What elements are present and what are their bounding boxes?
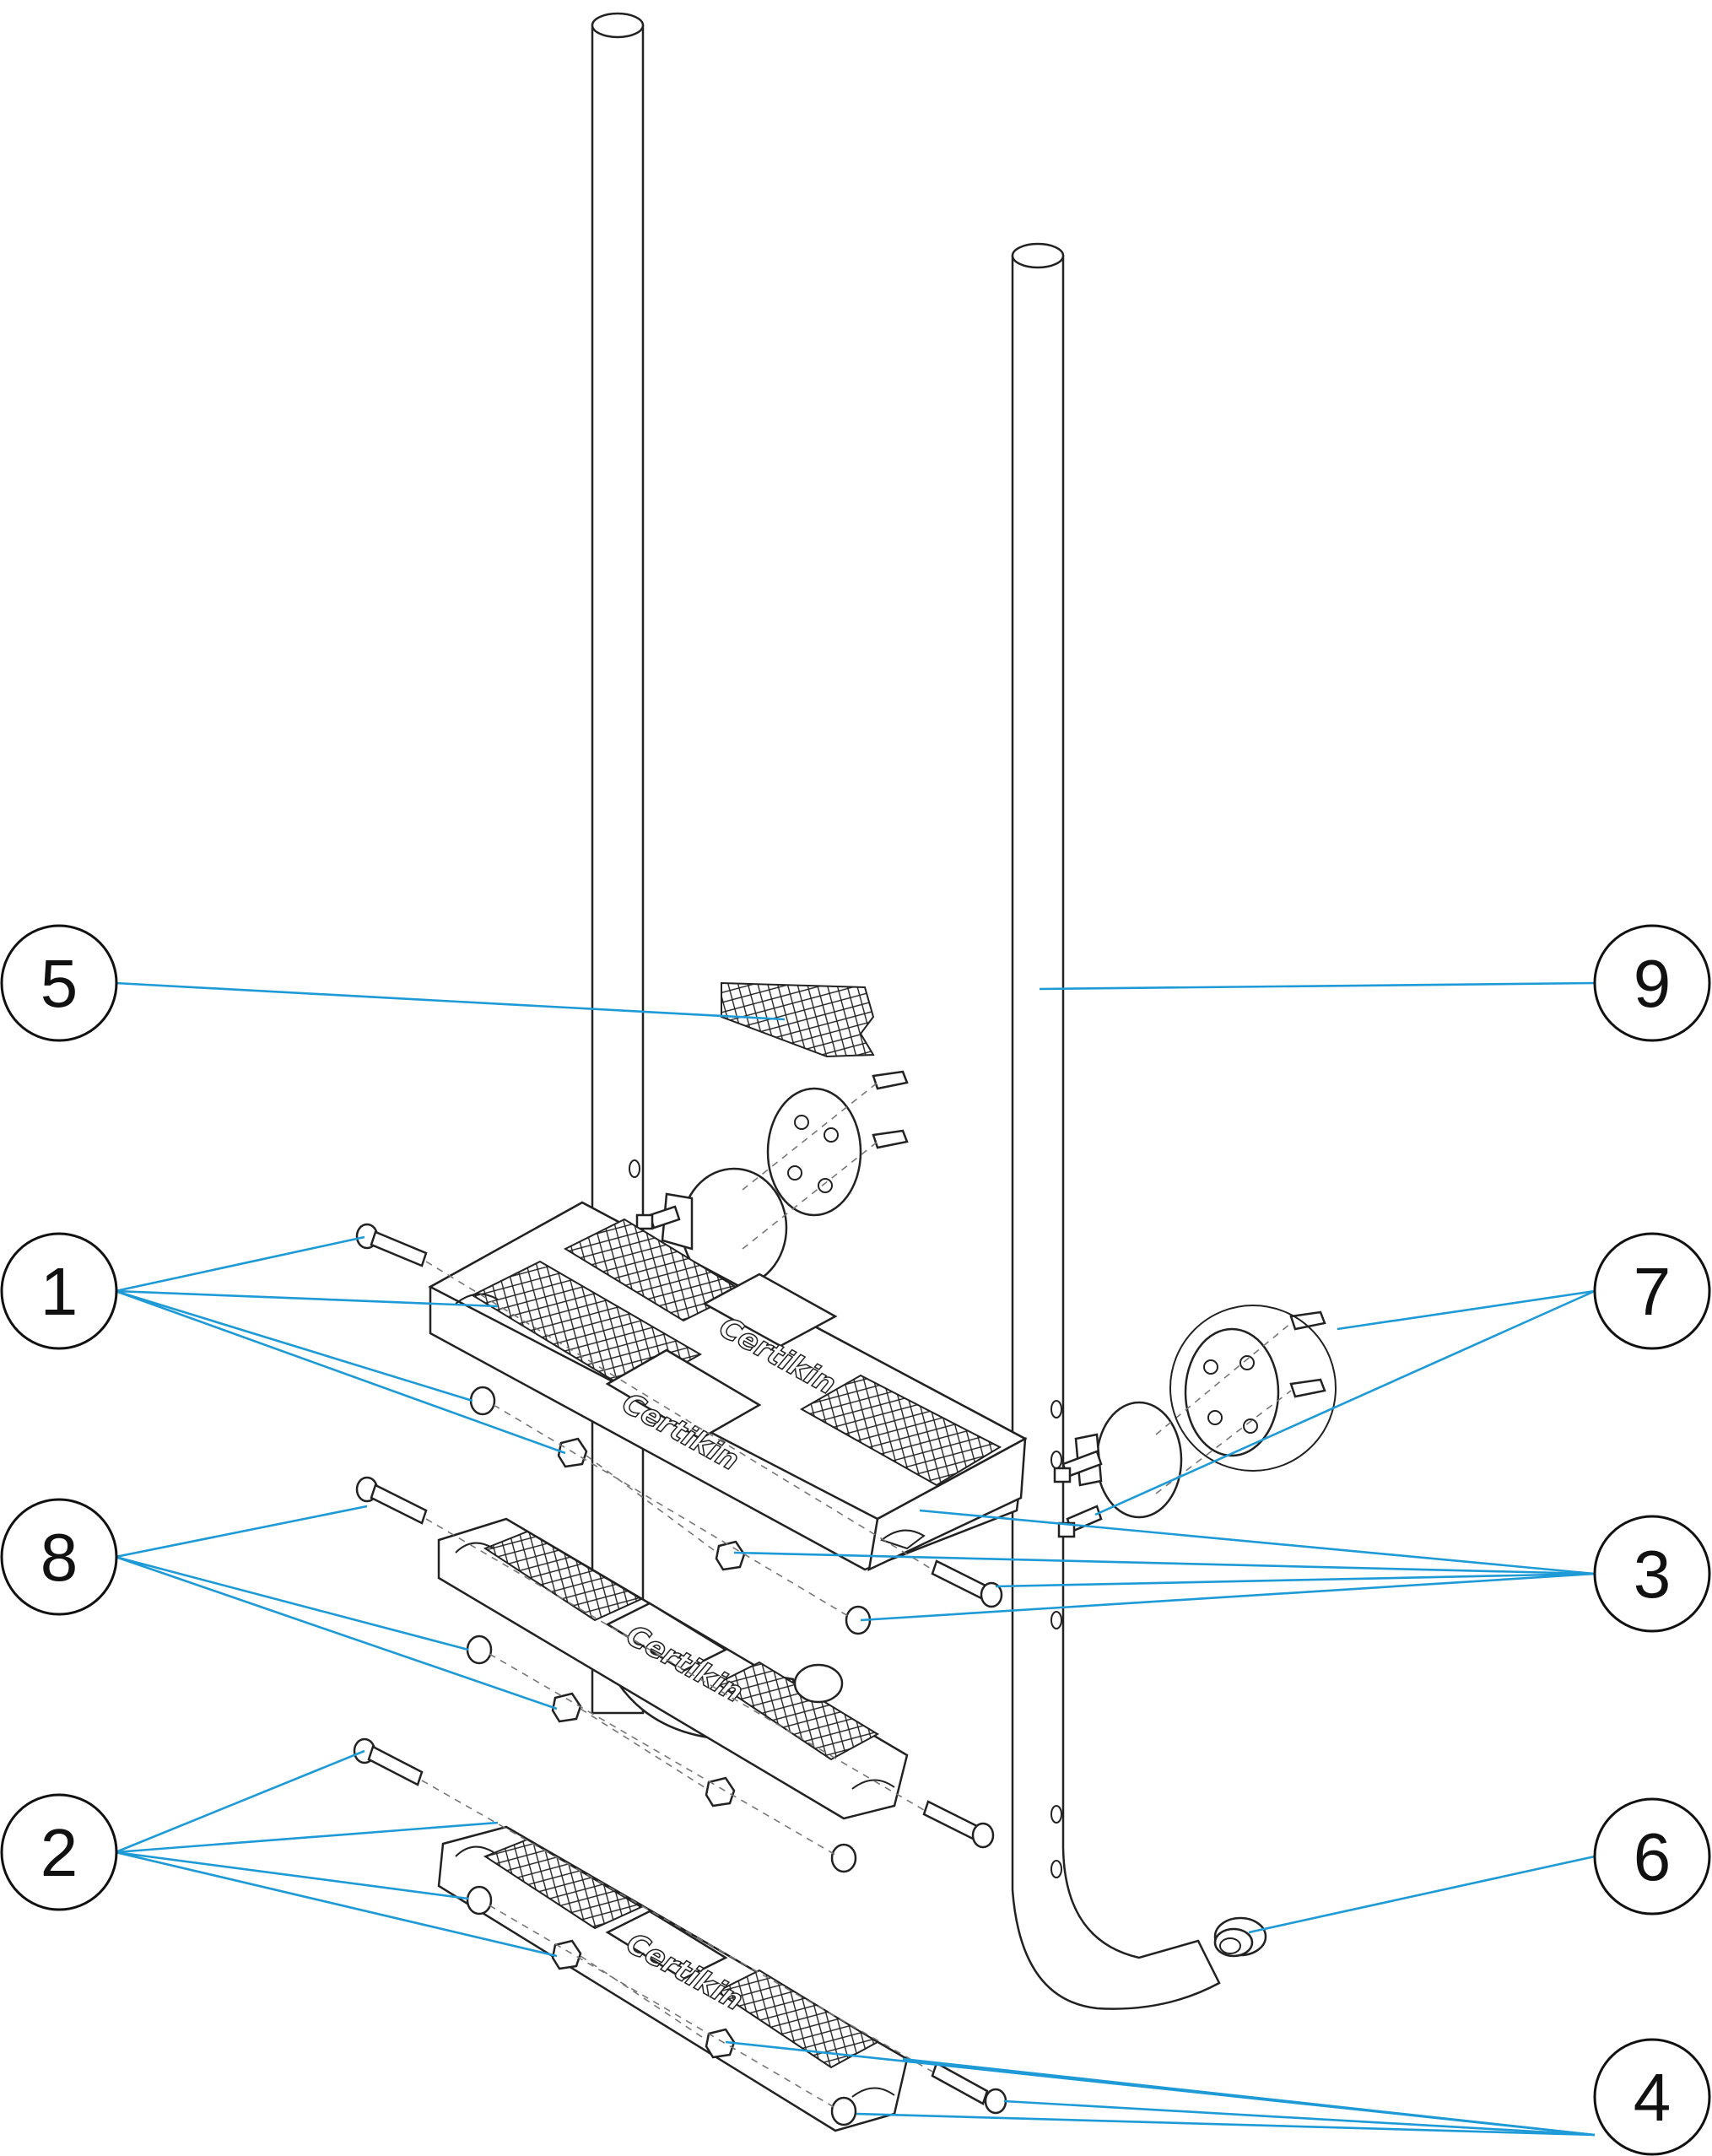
callout-6: 6 [1593, 1797, 1711, 1916]
callout-9: 9 [1593, 924, 1711, 1042]
bottom-step-right-bolt [931, 2061, 1007, 2115]
top-step-left-washer [469, 1386, 496, 1416]
middle-step-left-nut [551, 1692, 582, 1723]
bottom-step-left-nut [551, 1939, 582, 1970]
callout-4-label: 4 [1634, 2060, 1671, 2135]
callout-4: 4 [1593, 2038, 1711, 2156]
upper-anchor-assembly [635, 1070, 909, 1289]
callout-3: 3 [1593, 1515, 1711, 1633]
callout-6-label: 6 [1634, 1819, 1671, 1894]
bottom-step-left-bolt [353, 1737, 424, 1786]
top-step-right-nut [715, 1540, 746, 1571]
callout-5-label: 5 [41, 946, 78, 1021]
callout-5: 5 [0, 924, 118, 1042]
callout-1-label: 1 [41, 1254, 78, 1329]
right-handrail-tube [1011, 242, 1221, 2010]
left-handrail-tube [591, 12, 645, 1715]
middle-step: Certikin [437, 1517, 909, 1820]
callout-8: 8 [0, 1498, 118, 1616]
loose-anti-slip-tread [721, 981, 875, 1058]
middle-step-left-bolt [355, 1476, 428, 1525]
middle-step-right-nut [705, 1776, 736, 1807]
callout-7: 7 [1593, 1232, 1711, 1350]
callout-9-label: 9 [1634, 946, 1671, 1021]
pipe-end-cap [1213, 1916, 1267, 1958]
callout-7-label: 7 [1634, 1254, 1671, 1329]
leader-lines [115, 981, 1596, 2137]
callout-3-label: 3 [1634, 1537, 1671, 1612]
lower-anchor-assembly [1053, 1305, 1337, 1538]
callout-2: 2 [0, 1793, 118, 1911]
callout-1: 1 [0, 1232, 118, 1350]
middle-step-right-bolt [922, 1800, 995, 1849]
top-step-right-bolt [931, 1559, 1003, 1608]
bottom-step-right-washer [830, 2096, 857, 2126]
callout-2-label: 2 [41, 1815, 78, 1890]
bottom-step-left-washer [466, 1885, 493, 1916]
middle-step-left-washer [466, 1635, 493, 1665]
top-step-left-bolt [355, 1223, 428, 1267]
middle-step-right-washer [830, 1843, 857, 1873]
bottom-step: Certikin [437, 1825, 909, 2132]
fasteners [353, 1223, 1007, 2126]
callout-8-label: 8 [41, 1520, 78, 1595]
top-step: Certikin Certikin [428, 1201, 1028, 1572]
